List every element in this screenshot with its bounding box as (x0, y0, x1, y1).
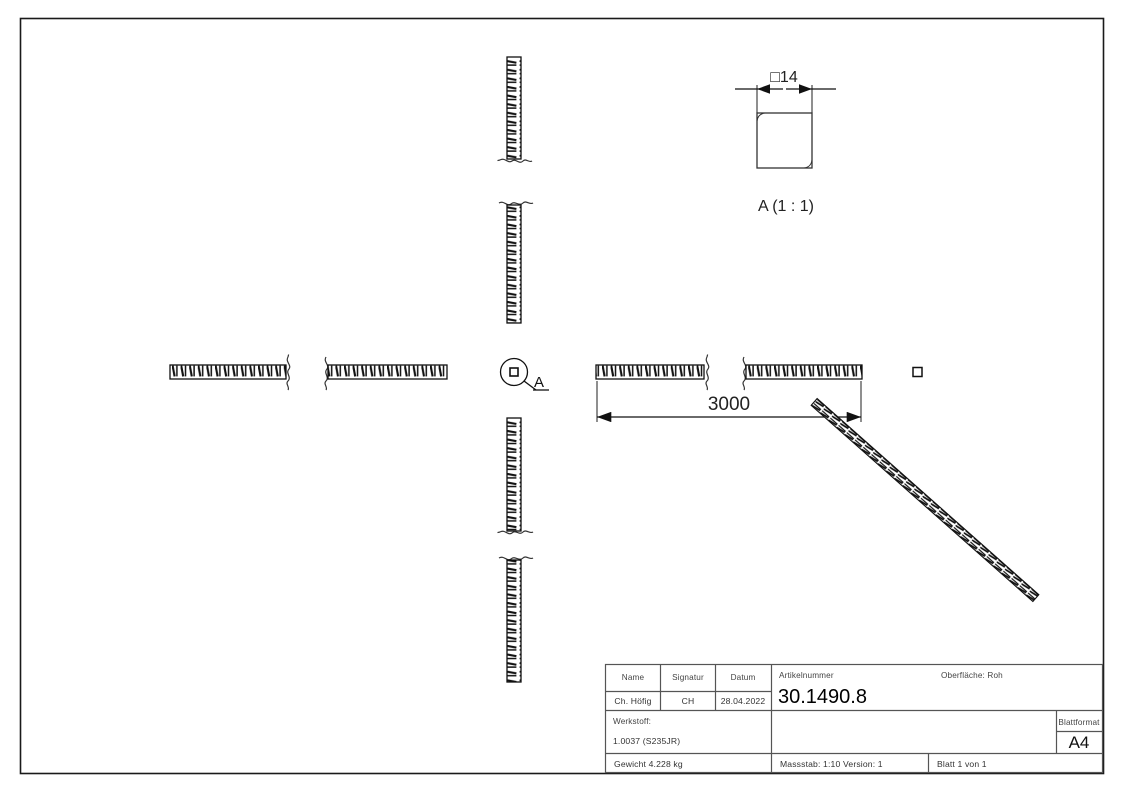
sheet-format-value: A4 (1069, 733, 1090, 752)
scale-value: Massstab: 1:10 (780, 759, 840, 769)
article-number-value: 30.1490.8 (778, 686, 867, 708)
title-block-date-value: 28.04.2022 (721, 696, 766, 706)
bar-horizontal-left-right-segment (324, 356, 448, 391)
material-value: 1.0037 (S235JR) (613, 736, 680, 746)
detail-callout-label: A (534, 374, 544, 391)
bar-vertical-lower-lower-segment (498, 556, 534, 683)
article-number-label: Artikelnummer (779, 671, 834, 680)
bar-horizontal-right-left-segment (595, 354, 710, 391)
surface-text: Oberfläche: Roh (941, 671, 1003, 680)
bar-vertical-upper-lower-segment (498, 201, 534, 324)
material-label: Werkstoff: (613, 717, 651, 726)
detail-view-title: A (1 : 1) (758, 198, 814, 215)
title-block-outer-border (604, 663, 1104, 774)
title-block-name-label: Name (622, 673, 645, 682)
detail-callout-square-icon (509, 367, 519, 377)
detail-dimension-label: □14 (770, 69, 798, 86)
title-block-date-label: Datum (731, 673, 756, 682)
bar-isometric-diagonal (810, 397, 1040, 603)
title-block-signature-label: Signatur (672, 673, 704, 682)
detail-corner-radius-topleft (756, 112, 766, 122)
dimension-3000: 3000 (596, 381, 862, 423)
bar-vertical-lower-upper-segment (497, 417, 534, 535)
title-block: Name Signatur Datum Ch. Höfig CH 28.04.2… (604, 663, 1104, 774)
detail-view-a: □14 A (1 : 1) (735, 69, 836, 215)
bar-horizontal-left-segment (169, 354, 291, 391)
version-value: Version: 1 (843, 759, 883, 769)
sheet-format-label: Blattformat (1058, 718, 1100, 727)
weight-value: Gewicht 4.228 kg (614, 759, 683, 769)
detail-callout-a[interactable]: A (499, 357, 550, 392)
bar-horizontal-right-right-segment (742, 356, 863, 391)
bar-end-view-square (912, 366, 923, 378)
page-value: Blatt 1 von 1 (937, 759, 987, 769)
detail-callout-leader-line (523, 380, 537, 391)
dimension-value-3000: 3000 (708, 394, 750, 415)
bar-vertical-upper (497, 56, 533, 163)
detail-square-profile (756, 112, 813, 169)
sheet-border-frame (19, 17, 1105, 775)
detail-corner-radius-bottomright (803, 159, 813, 169)
title-block-name-value: Ch. Höfig (614, 696, 651, 706)
title-block-signature-value: CH (682, 696, 695, 706)
